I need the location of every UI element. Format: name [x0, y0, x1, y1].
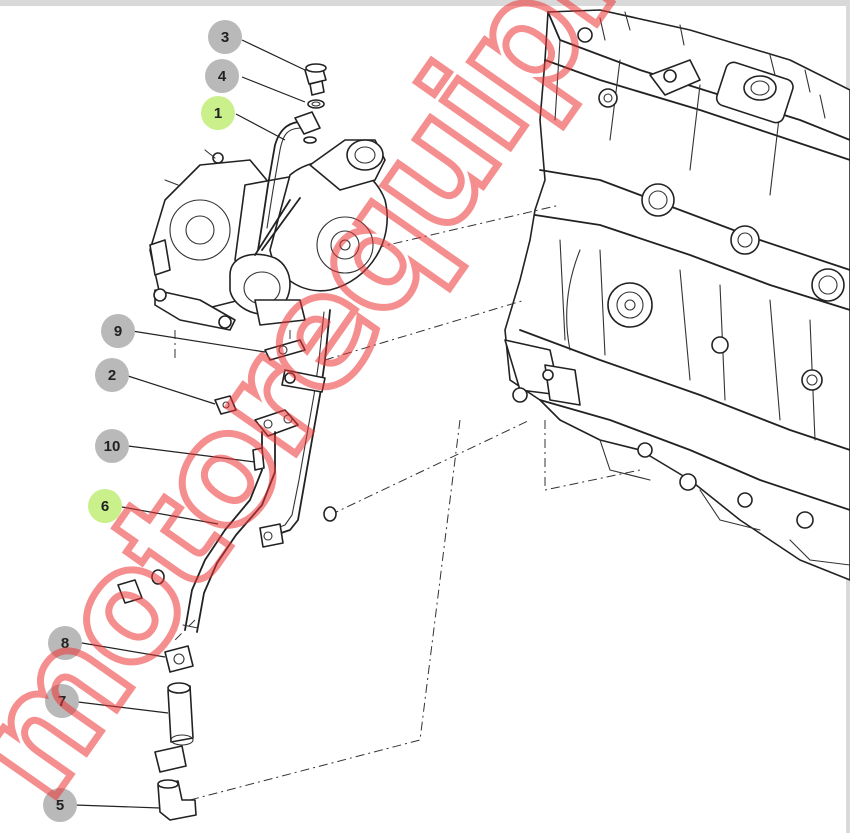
callout-number: 6 — [101, 498, 109, 515]
elbow-fitting-5 — [154, 745, 197, 821]
callout-number: 2 — [108, 367, 116, 384]
callout-number: 1 — [214, 105, 222, 122]
callout-circle — [95, 358, 129, 392]
callout-3: 3 — [208, 20, 242, 54]
callout-number: 8 — [61, 635, 69, 652]
plug-bolt — [117, 569, 165, 604]
callout-circle — [48, 626, 82, 660]
washer-lower — [303, 136, 317, 144]
callout-circle — [101, 314, 135, 348]
oil-feed-pipe — [257, 111, 321, 251]
stud-10 — [252, 447, 265, 471]
callout-5: 5 — [43, 788, 77, 822]
callout-circle — [88, 489, 122, 523]
callout-number: 3 — [221, 29, 229, 46]
banjo-bolt — [304, 63, 327, 96]
callout-6: 6 — [88, 489, 122, 523]
callout-circle — [201, 96, 235, 130]
callout-number: 5 — [56, 797, 64, 814]
callout-circle — [95, 429, 129, 463]
washer-4 — [307, 99, 325, 109]
callout-circle — [43, 788, 77, 822]
engine-block — [504, 9, 850, 581]
callout-10: 10 — [95, 429, 129, 463]
callout-9: 9 — [101, 314, 135, 348]
clamp-8 — [164, 645, 194, 673]
callout-2: 2 — [95, 358, 129, 392]
callout-markers: 3 4 1 9 2 10 6 8 7 5 — [43, 20, 242, 822]
callout-circle — [205, 59, 239, 93]
gasket — [264, 339, 306, 361]
callout-8: 8 — [48, 626, 82, 660]
callout-number: 4 — [218, 68, 227, 85]
turbocharger — [149, 139, 388, 331]
bolt-2 — [214, 395, 237, 415]
callout-7: 7 — [45, 684, 79, 718]
callout-circle — [208, 20, 242, 54]
leader-lines — [74, 39, 306, 809]
callout-4: 4 — [205, 59, 239, 93]
callout-number: 9 — [114, 323, 122, 340]
callout-circle — [45, 684, 79, 718]
hose-7 — [167, 682, 194, 746]
oil-supply-tube — [259, 309, 337, 548]
oil-return-pipe — [182, 409, 299, 633]
callout-number: 7 — [58, 693, 66, 710]
callout-1: 1 — [201, 96, 235, 130]
callout-number: 10 — [104, 438, 121, 455]
